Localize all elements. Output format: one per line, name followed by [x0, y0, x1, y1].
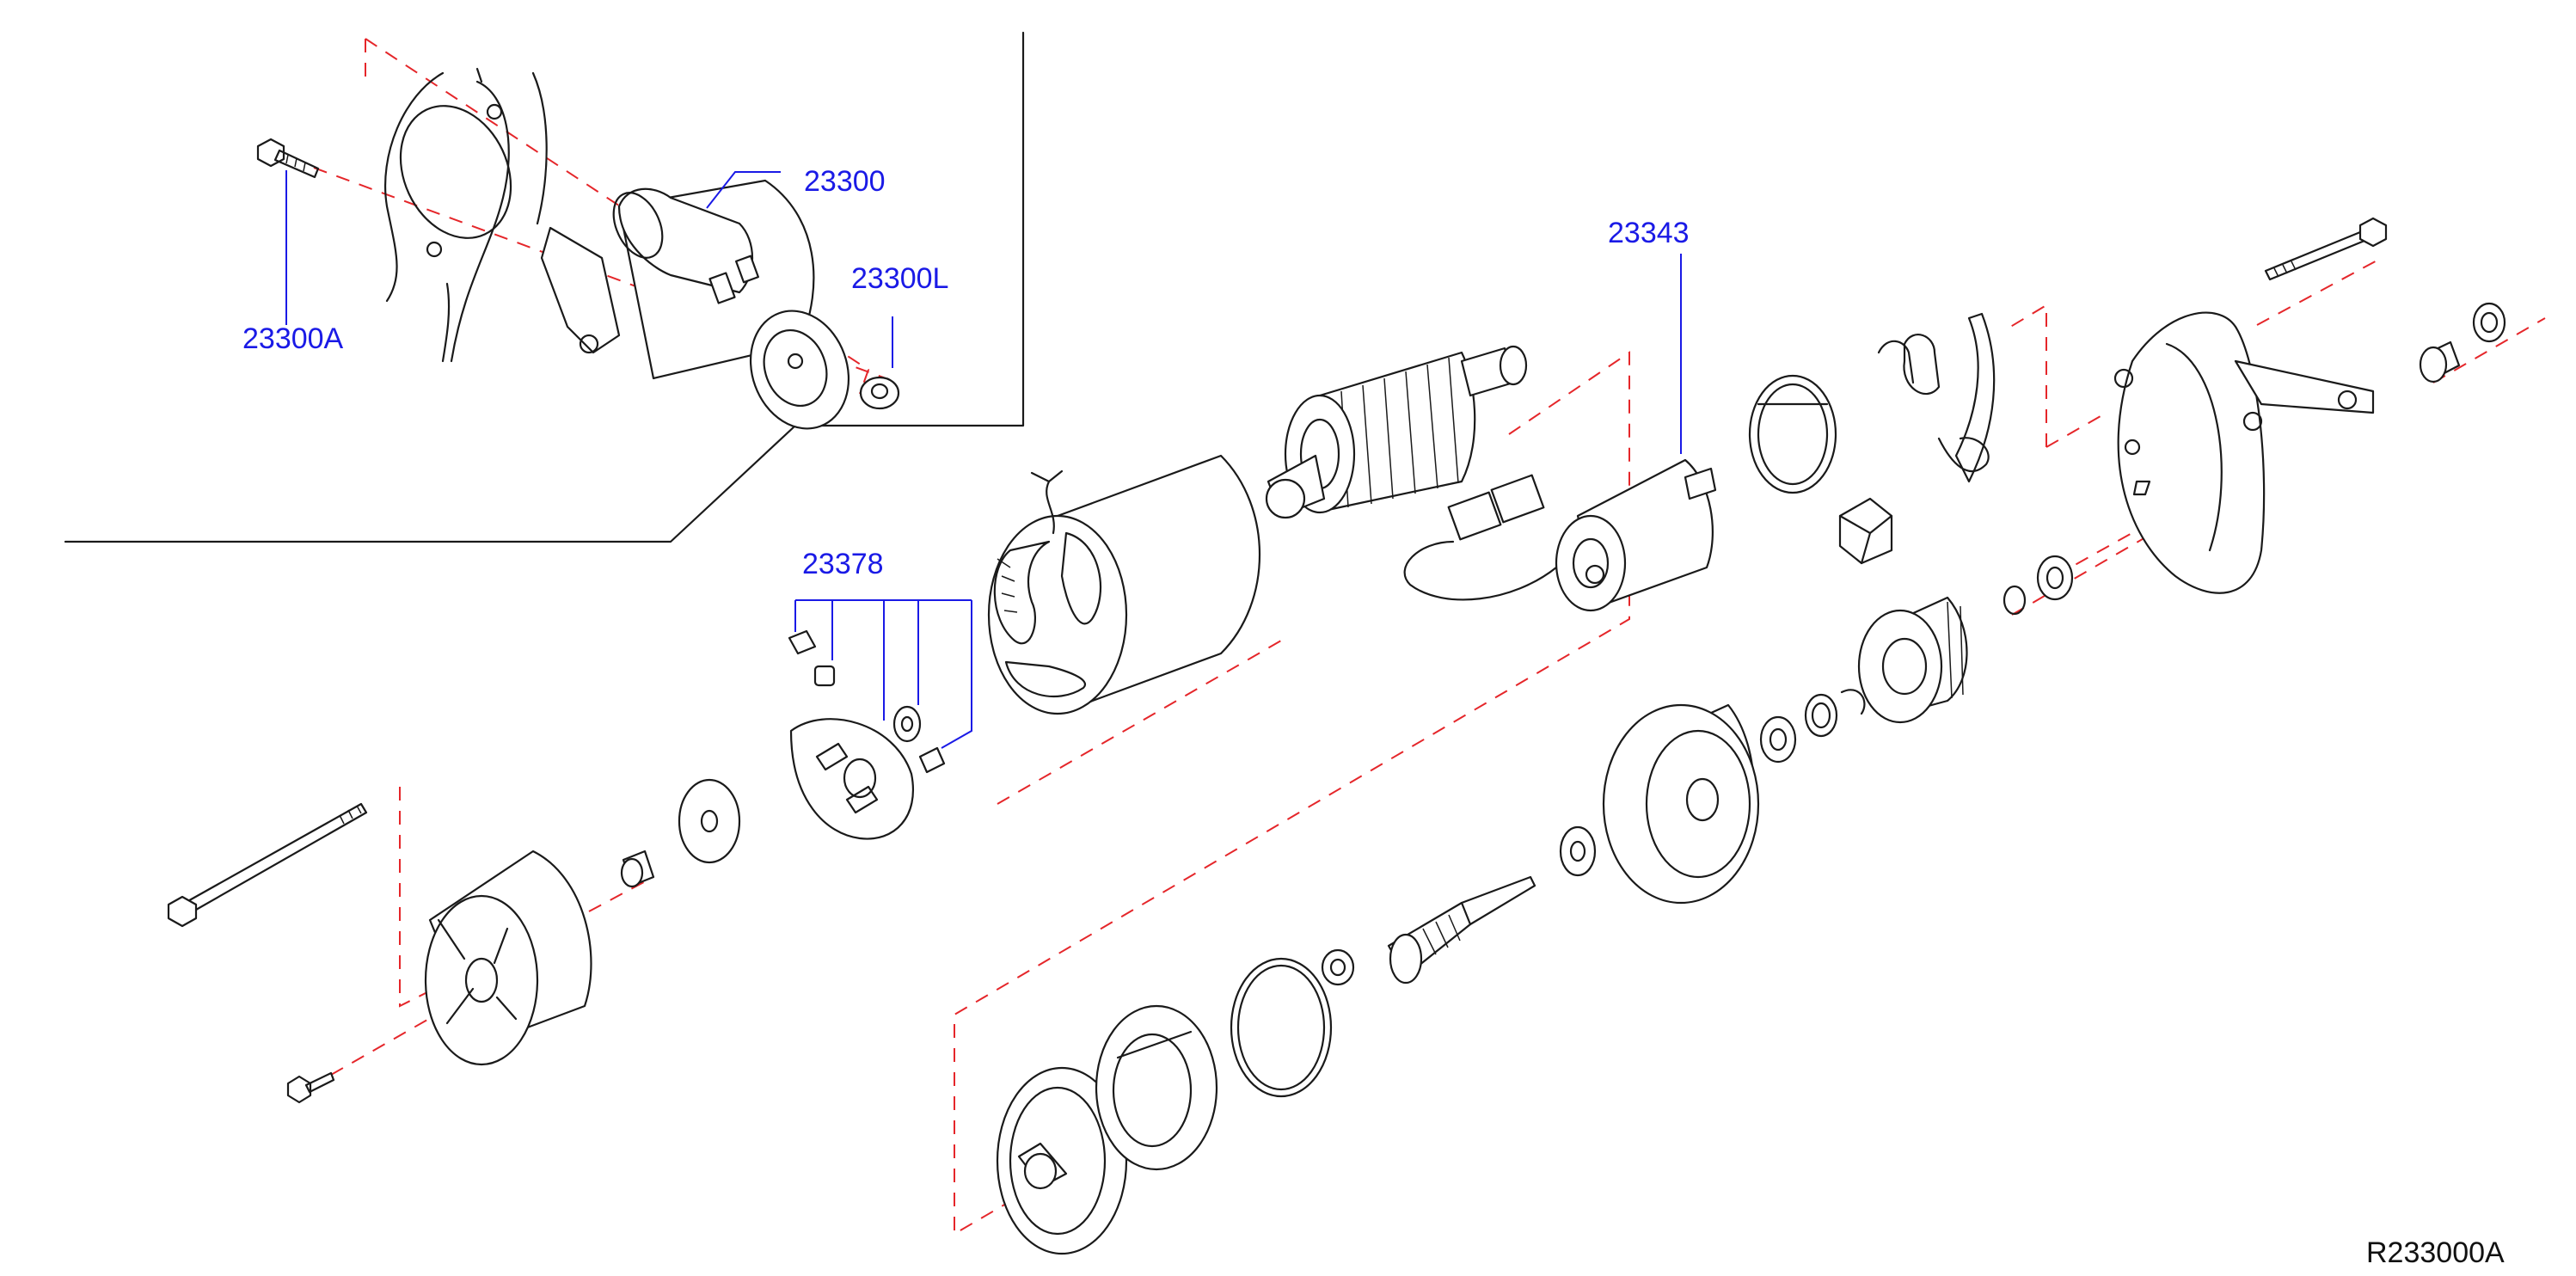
- front-bushings-icon: [2419, 302, 2506, 383]
- pinion-shaft-icon: [1387, 875, 1536, 985]
- part-number-label[interactable]: 23300L: [851, 262, 948, 295]
- mount-nut-icon: [859, 376, 900, 410]
- part-number-label[interactable]: 23300A: [242, 322, 344, 355]
- rear-cover-icon: [424, 850, 592, 1066]
- callout-23300L[interactable]: 23300L: [851, 262, 948, 295]
- thrust-washer-icon: [1559, 825, 1597, 877]
- bushing-icon: [620, 850, 655, 888]
- shift-lever-icon: [1877, 312, 1996, 483]
- part-number-label[interactable]: 23378: [802, 548, 884, 580]
- diagram-code: R233000A: [2366, 1236, 2505, 1269]
- cover-screw-icon: [286, 1071, 335, 1104]
- washer-icon: [678, 778, 741, 864]
- through-bolt-icon: [167, 802, 368, 928]
- armature-icon: [1265, 345, 1528, 519]
- starter-motor-assembly-icon: [540, 179, 850, 430]
- mount-bolt-icon: [256, 138, 320, 179]
- internal-gear-icon: [1095, 1004, 1218, 1171]
- housing-bolt-icon: [2264, 217, 2388, 281]
- planetary-gear-icon: [1321, 948, 1355, 986]
- callout-23343[interactable]: 23343: [1608, 217, 1690, 249]
- part-number-label[interactable]: 23343: [1608, 217, 1690, 249]
- overrunning-clutch-icon: [1857, 596, 1968, 724]
- engine-block-outline: [383, 67, 548, 363]
- lever-spring-icon: [1748, 374, 1837, 494]
- gear-housing-icon: [1602, 703, 1760, 905]
- part-number-label[interactable]: 23300: [804, 165, 886, 198]
- o-ring-icon: [1230, 957, 1333, 1098]
- rubber-seal-icon: [1838, 497, 1893, 565]
- assembly-centerlines: [313, 38, 2546, 1236]
- small-rings-icon: [1759, 689, 1866, 764]
- field-coil-yoke-icon: [987, 454, 1260, 715]
- leader-lines: [285, 170, 1682, 749]
- solenoid-switch-icon: [1403, 458, 1717, 612]
- callout-23300[interactable]: 23300: [804, 165, 886, 198]
- center-bracket-icon: [996, 1066, 1128, 1255]
- callout-23378[interactable]: 23378: [802, 548, 884, 580]
- brush-holder-plate-icon: [788, 629, 946, 840]
- front-housing-icon: [2113, 311, 2375, 594]
- callout-23300A[interactable]: 23300A: [242, 322, 344, 355]
- clutch-washers-icon: [2003, 555, 2074, 616]
